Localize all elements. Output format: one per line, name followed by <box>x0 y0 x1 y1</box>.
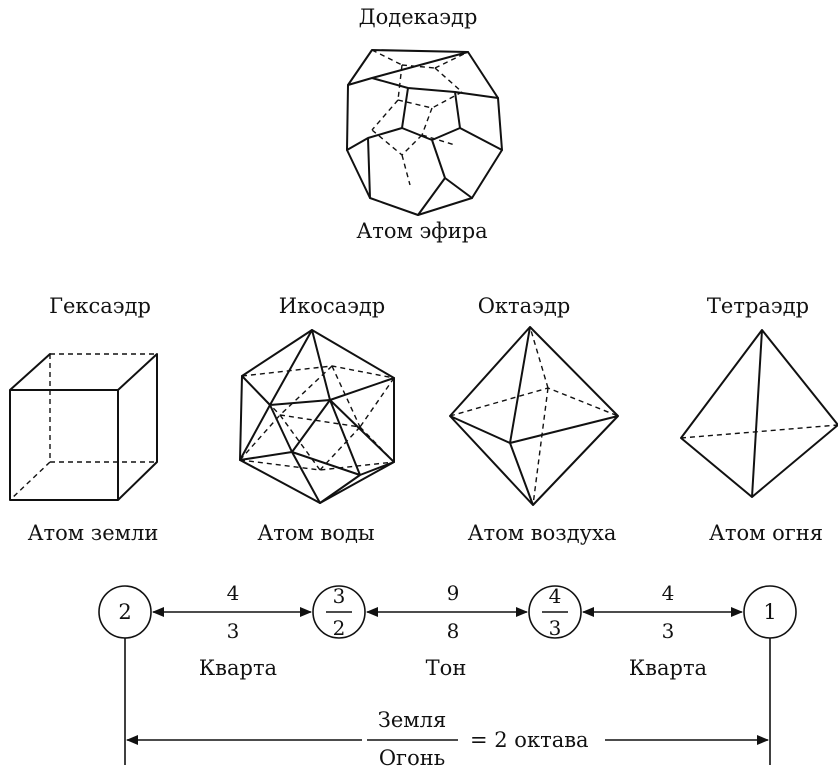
icosahedron-name: Икосаэдр <box>279 294 386 318</box>
ratio-node-2: 2 <box>98 585 152 639</box>
dodecahedron-atom: Атом эфира <box>356 219 487 243</box>
node-3-2-numerator: 3 <box>333 584 346 608</box>
ratio-node-3-2: 3 2 <box>312 584 366 640</box>
octahedron-name: Октаэдр <box>478 294 571 318</box>
tetrahedron-figure: Тетраэдр Атом огня <box>680 294 838 545</box>
hexahedron-name: Гексаэдр <box>49 294 151 318</box>
interval-3-name: Кварта <box>629 656 707 680</box>
node-1-value: 1 <box>763 600 776 624</box>
ratio-node-1: 1 <box>743 585 797 639</box>
dodecahedron-name: Додекаэдр <box>359 5 478 29</box>
interval-1-name: Кварта <box>199 656 277 680</box>
interval-3-numerator: 4 <box>662 581 675 605</box>
node-2-value: 2 <box>118 600 131 624</box>
interval-arrow-quarta-left: 4 3 Кварта <box>152 581 312 680</box>
tetrahedron-atom: Атом огня <box>709 521 823 545</box>
hexahedron-atom: Атом земли <box>28 521 159 545</box>
tetrahedron-name: Тетраэдр <box>707 294 809 318</box>
octahedron-atom: Атом воздуха <box>468 521 617 545</box>
octave-denominator: Огонь <box>379 746 445 770</box>
node-3-2-denominator: 2 <box>333 616 346 640</box>
interval-arrow-ton: 9 8 Тон <box>366 581 528 680</box>
interval-2-numerator: 9 <box>447 581 460 605</box>
interval-1-numerator: 4 <box>227 581 240 605</box>
dodecahedron-figure: Додекаэдр Атом эфира <box>346 5 503 243</box>
icosahedron-figure: Икосаэдр Атом воды <box>239 294 395 545</box>
node-4-3-denominator: 3 <box>549 616 562 640</box>
hexahedron-figure: Гексаэдр Атом земли <box>9 294 159 545</box>
icosahedron-atom: Атом воды <box>257 521 374 545</box>
interval-2-denominator: 8 <box>447 619 460 643</box>
octave-numerator: Земля <box>378 708 446 732</box>
interval-arrow-quarta-right: 4 3 Кварта <box>582 581 743 680</box>
ratio-node-4-3: 4 3 <box>528 584 582 640</box>
interval-2-name: Тон <box>426 656 467 680</box>
octave-result: = 2 октава <box>470 728 589 752</box>
ratio-chain: 2 3 2 4 3 1 4 3 Кварта <box>98 581 797 770</box>
interval-1-denominator: 3 <box>227 619 240 643</box>
node-4-3-numerator: 4 <box>549 584 562 608</box>
octahedron-figure: Октаэдр Атом воздуха <box>449 294 619 545</box>
interval-3-denominator: 3 <box>662 619 675 643</box>
octave-span: Земля Огонь = 2 октава <box>124 638 771 770</box>
